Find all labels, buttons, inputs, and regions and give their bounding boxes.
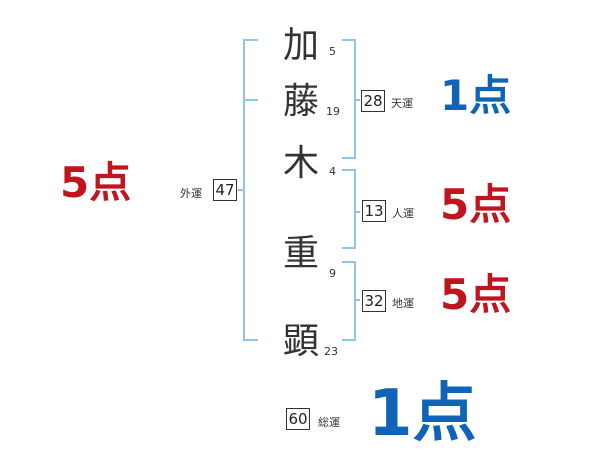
name-char-4: 重 xyxy=(282,233,319,274)
tenun-score: 1点 xyxy=(440,71,512,120)
jinun-score: 5点 xyxy=(440,180,512,229)
souun-label: 総運 xyxy=(318,416,340,429)
stroke-count-1: 5 xyxy=(329,45,336,58)
tenun-value-box: 28 xyxy=(361,90,385,112)
name-char-5: 顕 xyxy=(282,321,319,362)
tenun-bracket xyxy=(342,39,356,159)
stroke-count-3: 4 xyxy=(329,165,336,178)
stroke-count-2: 19 xyxy=(326,105,340,118)
name-char-2: 藤 xyxy=(282,81,319,122)
gaiun-value-box: 47 xyxy=(213,179,237,201)
name-char-3: 木 xyxy=(282,143,319,184)
gaiun-label: 外運 xyxy=(180,187,202,200)
souun-score: 1点 xyxy=(368,377,477,451)
chiun-bracket xyxy=(342,261,356,341)
chiun-label: 地運 xyxy=(392,297,414,310)
gaiun-bracket xyxy=(243,39,258,341)
stroke-count-4: 9 xyxy=(329,267,336,280)
tenun-label: 天運 xyxy=(391,97,413,110)
chiun-score: 5点 xyxy=(440,270,512,319)
stroke-count-5: 23 xyxy=(324,345,338,358)
jinun-value-box: 13 xyxy=(362,200,386,222)
name-char-1: 加 xyxy=(282,25,319,66)
jinun-bracket xyxy=(342,169,356,249)
gaiun-score: 5点 xyxy=(60,158,132,207)
souun-value-box: 60 xyxy=(286,408,310,430)
chiun-value-box: 32 xyxy=(362,290,386,312)
jinun-label: 人運 xyxy=(392,207,414,220)
